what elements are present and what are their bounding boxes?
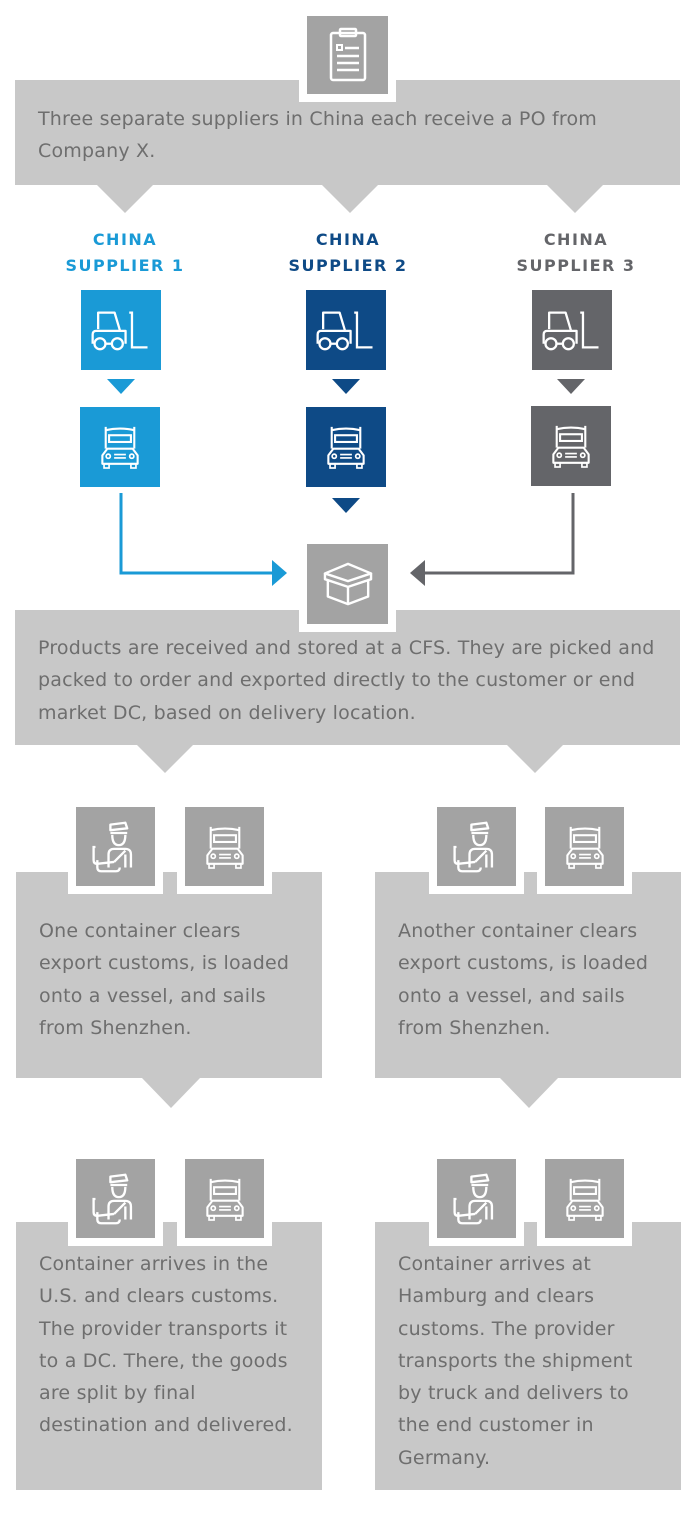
step3-right-pointer — [500, 1078, 558, 1108]
truck-icon — [550, 422, 592, 470]
supplier-2-line2: SUPPLIER 2 — [288, 256, 408, 275]
step3-left-panel — [16, 872, 322, 1078]
supplier-1-label: CHINA SUPPLIER 1 — [45, 227, 205, 279]
step4-right-panel — [375, 1222, 681, 1490]
step4-right-text: Container arrives at Hamburg and clears … — [398, 1253, 633, 1469]
step3-right-panel — [375, 872, 681, 1078]
forklift-icon — [314, 307, 378, 353]
supplier-3-forklift-box — [532, 290, 612, 370]
step3-left-truck-box — [177, 799, 272, 894]
step3-left-pointer — [142, 1078, 200, 1108]
step4-left-officer-box — [68, 1151, 163, 1246]
step1-pointer-2 — [322, 185, 378, 213]
step2-panel — [15, 610, 680, 745]
step1-pointer-3 — [547, 185, 603, 213]
step4-left-truck-box — [177, 1151, 272, 1246]
step3-right-truck-box — [537, 799, 632, 894]
supplier-2-pointer-b — [332, 498, 360, 513]
supplier-3-truck-box — [531, 406, 611, 486]
supplier-3-label: CHINA SUPPLIER 3 — [496, 227, 656, 279]
supplier-1-line1: CHINA — [92, 230, 158, 249]
step2-pointer-right — [507, 745, 563, 773]
truck-icon — [204, 823, 246, 871]
supplier-2-forklift-box — [306, 290, 386, 370]
truck-icon — [99, 423, 141, 471]
step4-right-truck-box — [537, 1151, 632, 1246]
step1-text: Three separate suppliers in China each r… — [38, 108, 597, 163]
box-icon — [319, 560, 377, 608]
step4-right-officer-box — [429, 1151, 524, 1246]
clipboard-icon — [328, 27, 368, 83]
supplier-1-truck-box — [80, 407, 160, 487]
truck-icon — [204, 1175, 246, 1223]
supplier-1-connector — [119, 493, 276, 575]
supplier-2-truck-box — [306, 407, 386, 487]
step1-pointer-1 — [97, 185, 153, 213]
connector-arrows — [119, 493, 575, 586]
customs-officer-icon — [88, 1172, 144, 1226]
supplier-3-line1: CHINA — [543, 230, 609, 249]
step3-left-text: One container clears export customs, is … — [39, 920, 290, 1039]
supplier-3-connector — [424, 493, 575, 575]
supplier-2-line1: CHINA — [315, 230, 381, 249]
step3-right-officer-box — [429, 799, 524, 894]
forklift-icon — [540, 307, 604, 353]
truck-icon — [564, 823, 606, 871]
customs-officer-icon — [449, 1172, 505, 1226]
supplier-3-line2: SUPPLIER 3 — [516, 256, 636, 275]
step3-right-text: Another container clears export customs,… — [398, 920, 649, 1039]
step2-icon-box — [299, 536, 396, 632]
truck-icon — [325, 423, 367, 471]
supplier-1-pointer — [107, 379, 135, 394]
step4-left-text: Container arrives in the U.S. and clears… — [39, 1253, 293, 1437]
step1-icon-box — [299, 8, 396, 102]
forklift-icon — [89, 307, 153, 353]
supplier-1-arrowhead — [272, 560, 287, 586]
supplier-1-line2: SUPPLIER 1 — [65, 256, 185, 275]
customs-officer-icon — [449, 820, 505, 874]
supplier-3-pointer — [557, 379, 585, 394]
supplier-2-label: CHINA SUPPLIER 2 — [268, 227, 428, 279]
step2-pointer-left — [137, 745, 193, 773]
customs-officer-icon — [88, 820, 144, 874]
supplier-1-forklift-box — [81, 290, 161, 370]
step2-text: Products are received and stored at a CF… — [38, 637, 655, 724]
step3-left-officer-box — [68, 799, 163, 894]
truck-icon — [564, 1175, 606, 1223]
supplier-3-arrowhead — [410, 560, 425, 586]
step4-left-panel — [16, 1222, 322, 1490]
supplier-2-pointer-a — [332, 379, 360, 394]
